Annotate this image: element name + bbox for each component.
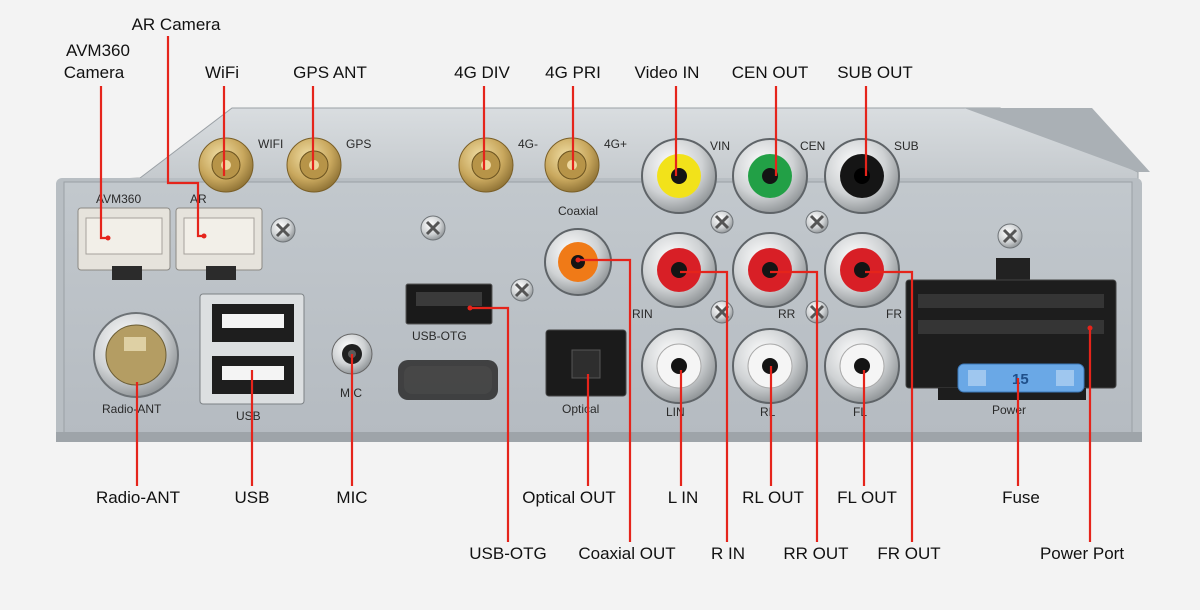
callout-avm360-line2: Camera — [64, 63, 125, 82]
callout-r-in: R IN — [711, 544, 745, 563]
callout-fl-out: FL OUT — [837, 488, 897, 507]
callout-fuse: Fuse — [1002, 488, 1040, 507]
callout-mic: MIC — [336, 488, 367, 507]
callout-fr-out: FR OUT — [877, 544, 940, 563]
callout-radio-ant: Radio-ANT — [96, 488, 180, 507]
screw-icon — [510, 278, 534, 302]
panel-label-usb-otg: USB-OTG — [412, 329, 467, 343]
callout-usb-otg: USB-OTG — [469, 544, 546, 563]
avm360-connector — [77, 207, 171, 280]
r-in-rca-jack — [641, 232, 717, 308]
callout-usb: USB — [235, 488, 270, 507]
callout-avm360-line1: AVM360 — [66, 41, 130, 60]
callout-video-in: Video IN — [635, 63, 700, 82]
wifi-antenna-jack — [198, 137, 254, 193]
panel-label-radio-ant: Radio-ANT — [102, 402, 162, 416]
panel-label-cen: CEN — [800, 139, 825, 153]
sub-out-rca-jack — [824, 138, 900, 214]
callout-gps-ant: GPS ANT — [293, 63, 367, 82]
panel-label-fr: FR — [886, 307, 902, 321]
l-in-rca-jack — [641, 328, 717, 404]
video-in-rca-jack — [641, 138, 717, 214]
panel-label-fl: FL — [853, 405, 867, 419]
panel-label-vin: VIN — [710, 139, 730, 153]
panel-label-4g-minus: 4G- — [518, 137, 538, 151]
callout-cen-out: CEN OUT — [732, 63, 809, 82]
panel-label-4g-plus: 4G+ — [604, 137, 627, 151]
panel-label-rin: RIN — [632, 307, 653, 321]
optical-port — [545, 329, 627, 397]
panel-label-usb: USB — [236, 409, 261, 423]
panel-label-power: Power — [992, 403, 1026, 417]
screw-icon — [805, 210, 829, 234]
usb-port — [199, 293, 305, 405]
callout-sub-out: SUB OUT — [837, 63, 913, 82]
radio-antenna-jack — [93, 312, 179, 398]
callout-optical-out: Optical OUT — [522, 488, 616, 507]
panel-label-gps: GPS — [346, 137, 371, 151]
screw-icon — [997, 223, 1023, 249]
leader-lines — [99, 36, 1093, 542]
panel-label-sub: SUB — [894, 139, 919, 153]
cen-out-rca-jack — [732, 138, 808, 214]
hdmi-port-blurred — [398, 360, 498, 400]
callout-4g-pri: 4G PRI — [545, 63, 601, 82]
panel-label-wifi: WIFI — [258, 137, 283, 151]
callout-rl-out: RL OUT — [742, 488, 804, 507]
panel-label-optical: Optical — [562, 402, 599, 416]
panel-label-rl: RL — [760, 405, 776, 419]
ar-connector — [175, 207, 263, 280]
callout-power-port: Power Port — [1040, 544, 1124, 563]
callout-4g-div: 4G DIV — [454, 63, 510, 82]
callout-l-in: L IN — [668, 488, 699, 507]
fr-out-rca-jack — [824, 232, 900, 308]
callout-coaxial-out: Coaxial OUT — [578, 544, 675, 563]
screw-icon — [420, 215, 446, 241]
usb-otg-port — [405, 283, 493, 325]
callout-wifi: WiFi — [205, 63, 239, 82]
4g-div-antenna-jack — [458, 137, 514, 193]
fuse — [957, 363, 1085, 393]
screw-icon — [710, 210, 734, 234]
callout-rr-out: RR OUT — [783, 544, 848, 563]
screw-icon — [710, 300, 734, 324]
panel-label-avm360: AVM360 — [96, 192, 141, 206]
callout-ar-camera: AR Camera — [132, 15, 221, 34]
panel-label-rr: RR — [778, 307, 796, 321]
screw-icon — [270, 217, 296, 243]
rr-out-rca-jack — [732, 232, 808, 308]
panel-label-coaxial: Coaxial — [558, 204, 598, 218]
fl-out-rca-jack — [824, 328, 900, 404]
fuse-value-label: 15 — [1012, 371, 1029, 388]
